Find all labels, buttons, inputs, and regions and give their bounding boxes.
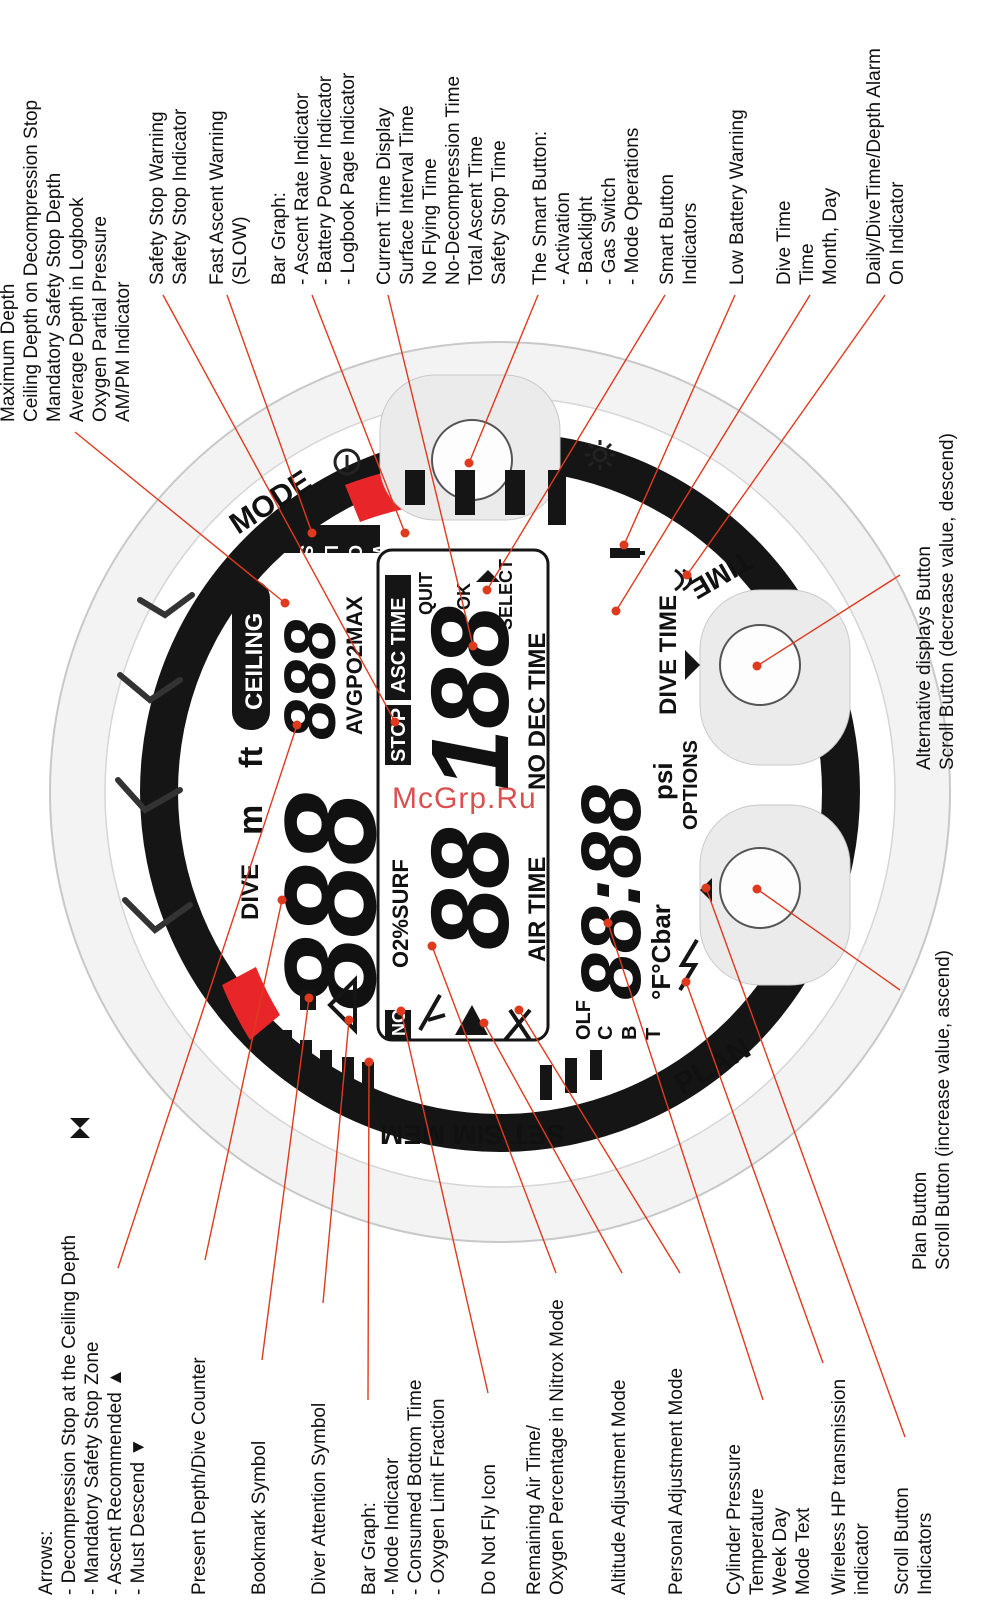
callout-scroll-indicators: Scroll Button Indicators (892, 1482, 936, 1595)
leader-lines (74, 294, 906, 1438)
callout-personal: Personal Adjustment Mode (666, 1368, 687, 1595)
ceiling-arrows-icon (70, 1118, 90, 1138)
callout-wireless: Wireless HP transmission indicator (829, 1374, 873, 1595)
mode-bar-graph (280, 1030, 602, 1102)
top-callouts: Maximum Depth Ceiling Depth on Decompres… (0, 43, 908, 422)
callout-low-battery: Low Battery Warning (727, 109, 748, 285)
cbar-label: °F°Cbar (646, 904, 676, 1000)
remaining-air-digits: 88 (409, 827, 532, 950)
callout-smart-button: The Smart Button: - Activation - Backlig… (530, 126, 643, 285)
ceiling-label: CEILING (241, 613, 268, 710)
max-depth-digits: 888 (271, 620, 351, 740)
callout-present-depth: Present Depth/Dive Counter (189, 1357, 210, 1595)
callout-safety-stop: Safety Stop Warning Safety Stop Indicato… (147, 106, 191, 285)
callout-arrows: Arrows: - Decompression Stop at the Ceil… (36, 1230, 149, 1595)
callout-fast-ascent: Fast Ascent Warning (SLOW) (207, 105, 251, 285)
b-label: B (619, 1026, 641, 1040)
callout-diver-attention: Diver Attention Symbol (309, 1403, 330, 1595)
dive-computer-device: MODE TIME PLAN SET SIM MEM (49, 341, 951, 1243)
set-sim-mem-label: SET SIM MEM (380, 1119, 565, 1150)
callout-plan-button: Plan Button Scroll Button (increase valu… (910, 950, 954, 1270)
battery-icon (610, 548, 645, 558)
slow-warning: S L O W (296, 545, 389, 562)
svg-text:W: W (369, 545, 389, 562)
svg-text:S: S (296, 545, 316, 557)
svg-text:L: L (321, 545, 341, 556)
wireless-icon (678, 938, 699, 992)
callout-current-time: Current Time Display Surface Interval Ti… (374, 71, 510, 285)
o2-surf-label: O2%SURF (388, 859, 413, 968)
options-label: OPTIONS (680, 740, 702, 830)
ft-unit-label: ft (233, 746, 269, 768)
olf-label: OLF (573, 1000, 595, 1040)
watermark: McGrp.Ru (392, 782, 537, 815)
personal-icon (503, 1008, 532, 1042)
light-icon (585, 440, 615, 470)
callout-smart-button-indicators: Smart Button Indicators (657, 169, 701, 285)
callout-bookmark: Bookmark Symbol (249, 1441, 270, 1595)
callout-alarm: Daily/DiveTime/Depth Alarm On Indicator (864, 43, 908, 285)
svg-text:O: O (345, 545, 365, 559)
dive-time-label: DIVE TIME (655, 595, 682, 715)
ascent-rate-bar-graph (405, 470, 566, 525)
callout-max-depth: Maximum Depth Ceiling Depth on Decompres… (0, 95, 134, 422)
diver-attention-icon (327, 975, 357, 1035)
psi-label: psi (648, 762, 678, 800)
alternative-displays-button[interactable] (699, 589, 851, 766)
callout-bar-graph-bottom: Bar Graph: - Mode Indicator - Consumed B… (359, 1374, 449, 1595)
asc-time-label: ASC TIME (388, 597, 410, 693)
scroll-down-indicator-icon (685, 650, 700, 680)
callout-cylinder-pressure: Cylinder Pressure Temperature Week Day M… (724, 1439, 814, 1595)
callout-alternative-button: Alternative displays Button Scroll Butto… (914, 433, 958, 770)
quit-label: QUIT (416, 572, 436, 615)
bottom-callouts: Arrows: - Decompression Stop at the Ceil… (36, 1230, 936, 1595)
bottom-digits: 88:88 (564, 785, 658, 1000)
no-label: NO (389, 1009, 409, 1036)
lcd-display: CEILING S L O W DIVE m ft 888 888 AVGPO2… (232, 525, 712, 1042)
callout-altitude: Altitude Adjustment Mode (609, 1380, 630, 1595)
right-callouts: Alternative displays Button Scroll Butto… (910, 433, 958, 1270)
callout-do-not-fly: Do Not Fly Icon (479, 1464, 500, 1595)
select-label: SELECT (496, 559, 516, 630)
avg-po2-max-label: AVGPO2MAX (342, 596, 367, 735)
c-label: C (595, 1026, 617, 1040)
callout-remaining-air: Remaining Air Time/ Oxygen Percentage in… (524, 1299, 568, 1595)
callout-dive-time: Dive Time Time Month, Day (774, 187, 841, 285)
m-unit-label: m (232, 805, 270, 835)
plan-button[interactable] (699, 804, 851, 986)
do-not-fly-icon (418, 994, 446, 1031)
t-label: T (643, 1028, 665, 1040)
callout-bar-graph-top: Bar Graph: - Ascent Rate Indicator - Bat… (269, 71, 359, 285)
brand-logo (115, 592, 195, 934)
